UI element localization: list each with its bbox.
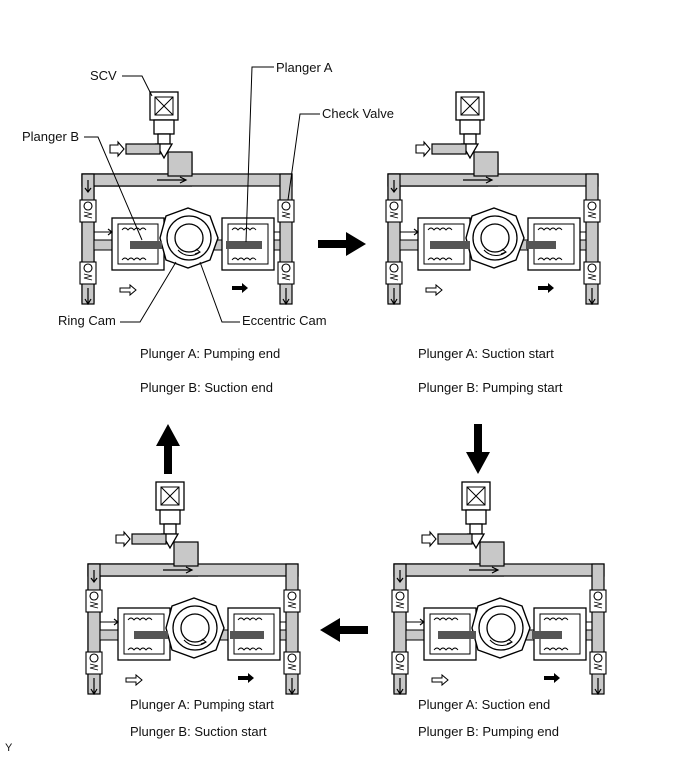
label-eccentric-cam: Eccentric Cam: [242, 313, 327, 328]
panel-3-caption-line2: Plunger B: Suction start: [130, 724, 267, 739]
pump-panel-1: [79, 91, 295, 305]
panel-4-caption-line2: Plunger B: Pumping end: [418, 724, 559, 739]
pump-panel-4: [391, 481, 607, 695]
label-plunger-b: Planger B: [22, 129, 79, 144]
corner-mark: Y: [5, 742, 13, 754]
leader-plunger-b: [84, 136, 143, 241]
panel-2-caption-line2: Plunger B: Pumping start: [418, 380, 563, 395]
plunger-a-rod: [226, 241, 262, 249]
leader-scv: [122, 75, 153, 97]
arrow-left: [320, 618, 368, 642]
panel-1-caption-line1: Plunger A: Pumping end: [140, 346, 281, 361]
leader-check-valve: [287, 113, 320, 201]
plunger-b-rod: [438, 631, 476, 639]
plunger-a-rod: [230, 631, 264, 639]
leader-eccentric-cam: [199, 261, 240, 323]
pump-panel-2: [385, 91, 601, 305]
panel-4-caption-line1: Plunger A: Suction end: [418, 697, 551, 712]
panel-2-caption-line1: Plunger A: Suction start: [418, 346, 554, 361]
plunger-b-rod: [134, 631, 168, 639]
label-check-valve: Check Valve: [322, 106, 394, 121]
label-plunger-a: Planger A: [276, 60, 333, 75]
plunger-a-rod: [526, 241, 556, 249]
arrow-up: [156, 424, 180, 474]
pump-panel-3: [85, 481, 301, 695]
plunger-a-rod: [532, 631, 562, 639]
panel-1-caption-line2: Plunger B: Suction end: [140, 380, 273, 395]
leader-ring-cam: [120, 261, 177, 323]
arrow-down: [466, 424, 490, 474]
label-scv: SCV: [90, 68, 117, 83]
plunger-b-rod: [430, 241, 470, 249]
arrow-right: [318, 232, 366, 256]
label-ring-cam: Ring Cam: [58, 313, 116, 328]
panel-3-caption-line1: Plunger A: Pumping start: [130, 697, 274, 712]
leader-plunger-a: [245, 66, 274, 243]
plunger-b-rod: [130, 241, 162, 249]
